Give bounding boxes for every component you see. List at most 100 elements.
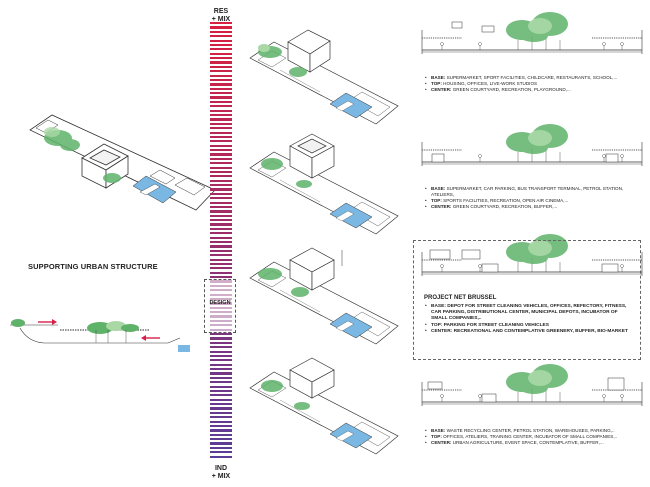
scale-bar (210, 403, 232, 406)
scale-bar (210, 131, 232, 134)
scale-bar (210, 140, 232, 143)
scale-bar (210, 109, 232, 112)
scale-bar (210, 416, 232, 419)
scenario-3-center: CENTER: RECREATIONAL AND CONTEMPLATIVE G… (424, 329, 634, 335)
scale-bar (210, 232, 232, 235)
scale-bar (210, 381, 232, 384)
scale-bar (210, 372, 232, 375)
scale-bar (210, 451, 232, 454)
scale-bar (210, 438, 232, 441)
scale-bar (210, 26, 232, 29)
scale-bottom-label: IND + MIX (211, 465, 231, 480)
scale-bar (210, 346, 232, 349)
scale-bar (210, 135, 232, 139)
scale-bar (210, 96, 232, 99)
scale-bar (210, 22, 232, 25)
scenario-4-list: BASE: WASTE RECYCLING CENTER, PETROL STA… (424, 428, 634, 446)
scale-bar (210, 424, 232, 428)
scale-bar (210, 407, 232, 410)
scale-bar (210, 433, 232, 436)
project-net-brussel-frame (413, 240, 641, 360)
scale-bar (210, 149, 232, 152)
scale-bar (210, 446, 232, 450)
scale-bar (210, 271, 232, 274)
scale-bar (210, 394, 232, 397)
scale-bar (210, 197, 232, 200)
scale-bar (210, 162, 232, 165)
scale-bar (210, 144, 232, 147)
scale-bar (210, 118, 232, 121)
scale-bar (210, 170, 232, 174)
scale-bar (210, 100, 232, 104)
scale-bar (210, 245, 232, 248)
scale-bar (210, 52, 232, 55)
scenario-1-list: BASE: SUPERMARKET, SPORT FACILITIES, CHI… (424, 75, 634, 93)
scale-bar (210, 39, 232, 42)
scale-bar (210, 236, 232, 239)
scale-bar (210, 341, 232, 344)
scenario-4-base: BASE: WASTE RECYCLING CENTER, PETROL STA… (424, 428, 634, 434)
project-title: PROJECT NET BRUSSEL (424, 295, 497, 301)
scale-bar (210, 201, 232, 204)
scale-bar (210, 65, 232, 68)
scale-bar (210, 192, 232, 195)
design-label: DESIGN (209, 300, 231, 306)
scale-bar (210, 354, 232, 358)
scale-bar (210, 337, 232, 340)
scale-bar (210, 398, 232, 401)
scale-bar (210, 166, 232, 169)
scenario-3-list: BASE: DEPOT FOR STREET CLEANING VEHICLES… (424, 304, 634, 335)
scale-bar (210, 267, 232, 270)
scale-bar (210, 249, 232, 252)
scale-bar (210, 83, 232, 86)
scale-bar (210, 332, 232, 336)
scale-bar (210, 241, 232, 244)
scale-bar (210, 78, 232, 82)
scale-bar (210, 179, 232, 182)
scale-bar (210, 157, 232, 160)
scale-bar (210, 113, 232, 117)
scale-bar (210, 70, 232, 73)
scale-bar (210, 48, 232, 51)
scenario-2-base: BASE: SUPERMARKET, CAR PARKING, BUS TRAN… (424, 186, 634, 198)
scale-bar (210, 411, 232, 414)
scale-top-label: RES + MIX (211, 8, 231, 23)
scale-bar (210, 214, 232, 217)
scale-bar (210, 420, 232, 423)
scale-bar (210, 57, 232, 60)
scale-bar (210, 105, 232, 108)
scale-bar (210, 219, 232, 222)
scale-bar (210, 210, 232, 213)
scenario-4-center: CENTER: URBAN AGRICULTURE, EVENT SPACE, … (424, 440, 634, 446)
scenario-1-base: BASE: SUPERMARKET, SPORT FACILITIES, CHI… (424, 75, 634, 81)
scenario-2-top: TOP: SPORTS FACILITIES, RECREATION, OPEN… (424, 198, 634, 204)
scale-bar (210, 262, 232, 266)
scale-bar (210, 122, 232, 125)
scale-bar (210, 276, 232, 279)
scale-bar (210, 258, 232, 261)
scale-bar (210, 359, 232, 362)
scale-bar (210, 35, 232, 38)
scenario-3-top: TOP: PARKING FOR STREET CLEANING VEHICLE… (424, 323, 634, 329)
scale-bar (210, 350, 232, 353)
scale-bar (210, 442, 232, 445)
design-marker: DESIGN (204, 279, 236, 333)
scale-bar (210, 223, 232, 226)
scenario-2-center: CENTER: GREEN COURTYARD, RECREATION, BUF… (424, 204, 634, 210)
scale-bar (210, 92, 232, 95)
scale-bar (210, 227, 232, 231)
scale-bar (210, 363, 232, 366)
scale-bar (210, 205, 232, 209)
scale-bar (210, 61, 232, 64)
scale-bar (210, 43, 232, 47)
scenario-2-list: BASE: SUPERMARKET, CAR PARKING, BUS TRAN… (424, 186, 634, 210)
scale-bar (210, 184, 232, 187)
scenario-4-top: TOP: OFFICES, ATELIERS, TRAINING CENTER,… (424, 434, 634, 440)
scale-bar (210, 74, 232, 77)
scale-bar (210, 30, 232, 33)
scale-bar (210, 429, 232, 432)
scale-bar (210, 376, 232, 379)
scale-bar (210, 368, 232, 371)
